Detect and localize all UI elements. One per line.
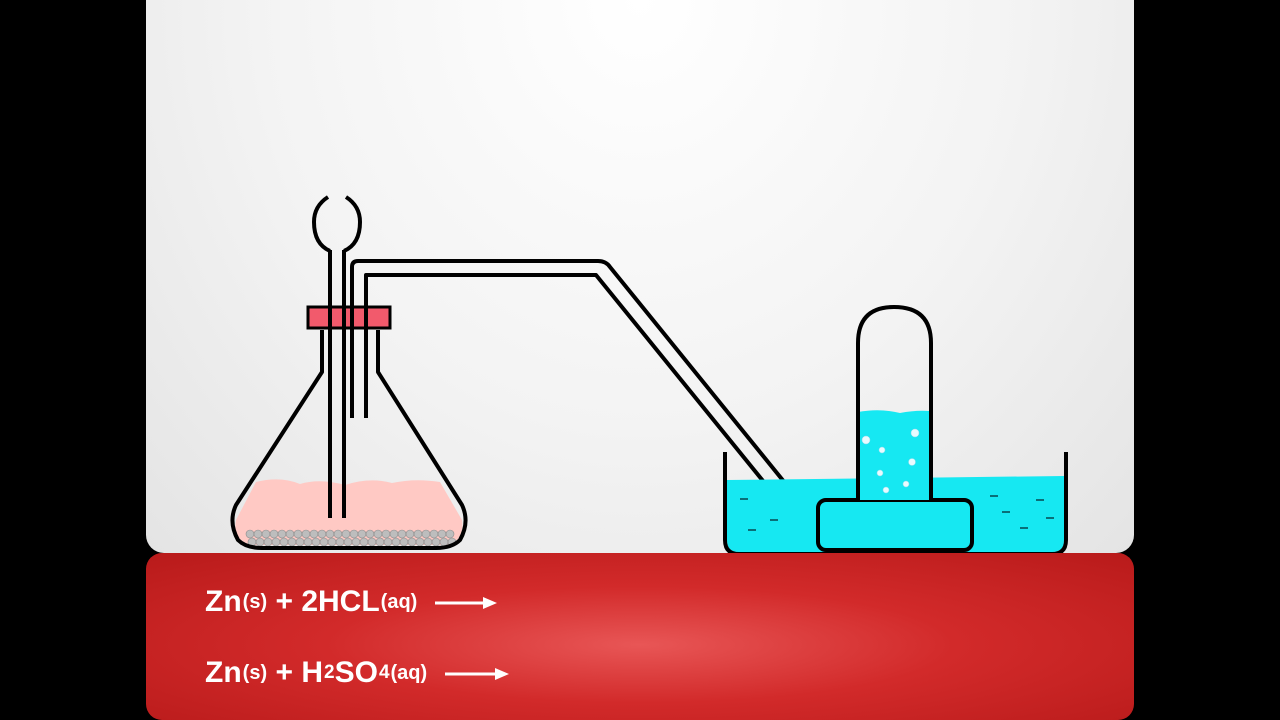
equations-panel bbox=[146, 553, 1134, 720]
apparatus-svg bbox=[230, 195, 1068, 553]
zinc-granule bbox=[335, 537, 345, 547]
water-ripples bbox=[740, 495, 1054, 531]
zinc-granule bbox=[429, 529, 439, 539]
state-aqueous: (aq) bbox=[390, 661, 428, 684]
zinc-granule bbox=[333, 529, 343, 539]
reactant-hcl: 2HCL bbox=[301, 585, 380, 618]
zinc-granule bbox=[399, 537, 409, 547]
zinc-granule bbox=[439, 537, 449, 547]
thistle-funnel bbox=[311, 195, 363, 518]
plus-sign: + bbox=[275, 585, 293, 618]
gas-jar-water bbox=[858, 410, 930, 500]
zinc-granule bbox=[421, 529, 431, 539]
state-solid: (s) bbox=[242, 590, 268, 613]
zinc-granule bbox=[359, 537, 369, 547]
zinc-granule bbox=[285, 529, 295, 539]
gas-jar-outline bbox=[856, 304, 933, 500]
beehive-shelf bbox=[816, 498, 974, 552]
zinc-granule bbox=[423, 537, 433, 547]
zinc-granules bbox=[245, 529, 457, 547]
trough-water bbox=[727, 476, 1064, 552]
zinc-granule bbox=[301, 529, 311, 539]
zinc-granule bbox=[407, 537, 417, 547]
zinc-granule bbox=[437, 529, 447, 539]
zinc-granule bbox=[383, 537, 393, 547]
state-aqueous: (aq) bbox=[380, 590, 418, 613]
zinc-granule bbox=[263, 537, 273, 547]
zinc-granule bbox=[367, 537, 377, 547]
zinc-granule bbox=[397, 529, 407, 539]
zinc-granule bbox=[373, 529, 383, 539]
subscript-4: 4 bbox=[378, 662, 390, 683]
zinc-granule bbox=[343, 537, 353, 547]
zinc-granule bbox=[317, 529, 327, 539]
flask-outline bbox=[230, 330, 468, 550]
gas-bubbles bbox=[861, 428, 920, 494]
zinc-granule bbox=[415, 537, 425, 547]
zinc-granule bbox=[327, 537, 337, 547]
reaction-arrow-icon bbox=[433, 585, 499, 619]
zinc-granule bbox=[309, 529, 319, 539]
zinc-granule bbox=[269, 529, 279, 539]
zinc-granule bbox=[391, 537, 401, 547]
zinc-granule bbox=[365, 529, 375, 539]
water-trough bbox=[723, 452, 1068, 553]
zinc-granule bbox=[341, 529, 351, 539]
zinc-granule bbox=[287, 537, 297, 547]
zinc-granule bbox=[405, 529, 415, 539]
zinc-granule bbox=[445, 529, 455, 539]
zinc-granule bbox=[325, 529, 335, 539]
subscript-2: 2 bbox=[324, 662, 335, 683]
equation-zn-hcl: Zn(s) + 2HCL(aq) bbox=[205, 585, 499, 619]
zinc-granule bbox=[351, 537, 361, 547]
gas-jar bbox=[856, 304, 933, 500]
zinc-granule bbox=[431, 537, 441, 547]
reaction-arrow-icon bbox=[443, 656, 511, 690]
zinc-granule bbox=[311, 537, 321, 547]
reactant-h2so4-h: H bbox=[301, 656, 323, 689]
zinc-granule bbox=[319, 537, 329, 547]
zinc-granule bbox=[277, 529, 287, 539]
apparatus-diagram bbox=[146, 0, 1134, 553]
rubber-stopper bbox=[306, 305, 392, 330]
zinc-granule bbox=[381, 529, 391, 539]
zinc-granule bbox=[271, 537, 281, 547]
zinc-granule bbox=[413, 529, 423, 539]
zinc-granule bbox=[261, 529, 271, 539]
zinc-granule bbox=[303, 537, 313, 547]
zinc-granule bbox=[349, 529, 359, 539]
zinc-granule bbox=[279, 537, 289, 547]
zinc-granule bbox=[389, 529, 399, 539]
zinc-granule bbox=[253, 529, 263, 539]
reactant-h2so4-so: SO bbox=[334, 656, 378, 689]
plus-sign: + bbox=[275, 656, 293, 689]
zinc-granule bbox=[255, 537, 265, 547]
zinc-granule bbox=[295, 537, 305, 547]
reactant-zn: Zn bbox=[205, 585, 242, 618]
zinc-granule bbox=[357, 529, 367, 539]
acid-solution bbox=[235, 479, 463, 545]
trough-outline bbox=[723, 452, 1068, 553]
state-solid: (s) bbox=[242, 661, 268, 684]
conical-flask bbox=[230, 195, 909, 550]
zinc-granule bbox=[293, 529, 303, 539]
zinc-granule bbox=[245, 529, 255, 539]
reactant-zn: Zn bbox=[205, 656, 242, 689]
zinc-granule bbox=[375, 537, 385, 547]
